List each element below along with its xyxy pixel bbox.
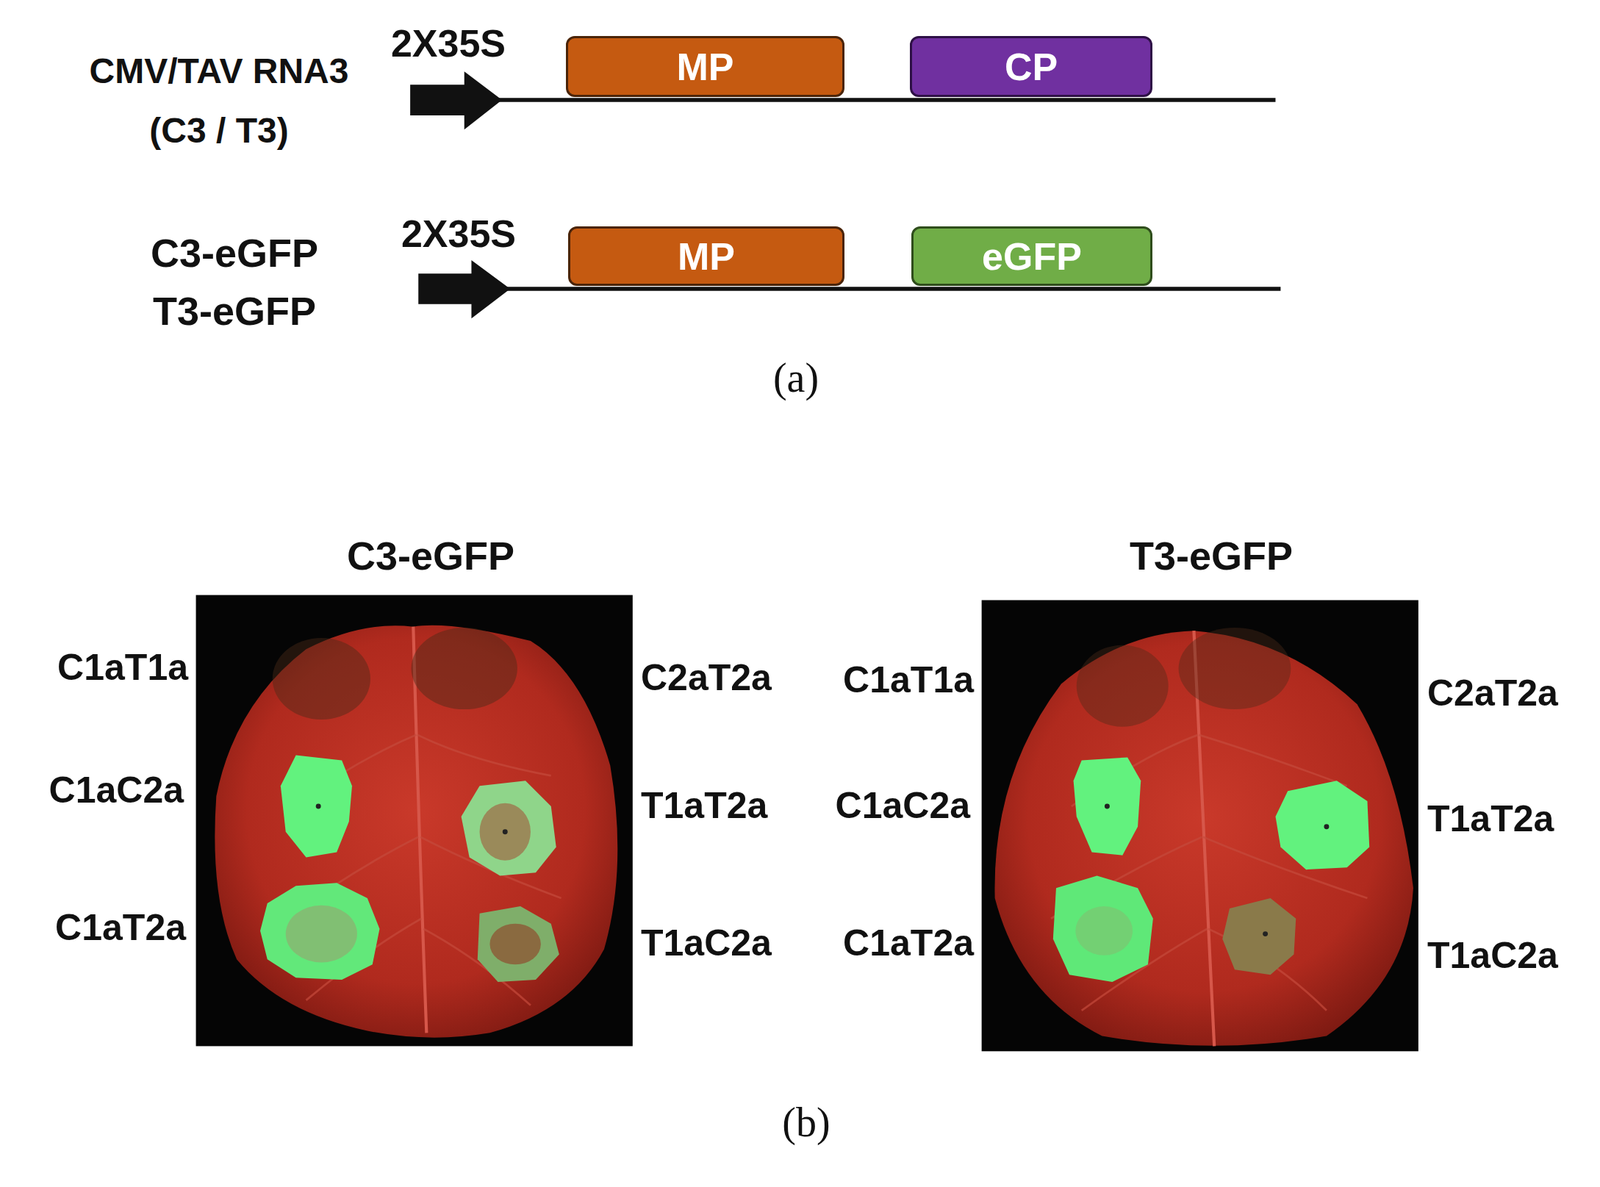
promoter-label: 2X35S [401, 212, 516, 257]
treatment-label: C2aT2a [640, 657, 772, 700]
infiltration-point [1323, 823, 1329, 830]
panel-background [196, 595, 633, 1047]
panel-letter: (b) [781, 1098, 830, 1146]
panel-title: T3-eGFP [1129, 532, 1293, 579]
dim-patch [411, 627, 518, 710]
backbone-line [507, 286, 1281, 292]
panel-title: C3-eGFP [346, 532, 515, 579]
label-holder: T1aT2a [1427, 798, 1554, 841]
construct-name: C3-eGFP [150, 230, 319, 276]
label-holder: T3-eGFP [152, 288, 317, 334]
treatment-label: T1aT2a [1427, 798, 1554, 841]
label-holder: C2aT2a [1427, 672, 1559, 716]
treatment-label: C1aT1a [57, 646, 189, 690]
label-holder: 2X35S [401, 212, 516, 257]
box-text: MP [676, 44, 735, 89]
box-text: CP [1004, 44, 1058, 89]
label-holder: C1aT1a [842, 659, 974, 702]
label-holder: C3-eGFP [346, 532, 515, 579]
gfp-patch [461, 780, 557, 876]
dim-patch [1178, 627, 1292, 710]
label-holder: T1aT2a [640, 784, 768, 828]
construct-name: T3-eGFP [152, 288, 317, 334]
promoter-arrow [418, 260, 511, 319]
dim-patch [272, 637, 371, 720]
construct-name: CMV/TAV RNA3 (C3 / T3) [57, 41, 381, 161]
leaf [214, 625, 618, 1038]
label-holder: (a) [773, 354, 819, 402]
infiltration-point [316, 804, 322, 810]
treatment-label: C1aC2a [835, 784, 971, 828]
infiltration-point [502, 829, 508, 835]
treatment-label: C1aT2a [842, 922, 974, 965]
necrotic-center [285, 905, 358, 963]
necrotic-center [489, 923, 541, 965]
gene-box: MP [565, 36, 845, 98]
treatment-label: C1aC2a [49, 769, 184, 813]
treatment-label: T1aT2a [640, 784, 768, 828]
gene-box: MP [568, 226, 845, 286]
label-holder: C1aC2a [49, 769, 184, 813]
leaf-veins [1050, 734, 1368, 1011]
gfp-patch [1275, 780, 1370, 870]
promoter-label: 2X35S [390, 22, 506, 67]
treatment-label: C1aT2a [55, 906, 186, 950]
panel-letter: (a) [773, 354, 819, 402]
treatment-label: C2aT2a [1427, 672, 1559, 716]
treatment-label: T1aC2a [1427, 934, 1559, 978]
gfp-patch [280, 755, 353, 858]
box-text: eGFP [981, 234, 1082, 279]
label-holder: C2aT2a [640, 657, 772, 700]
label-holder: T1aC2a [1427, 934, 1559, 978]
gfp-patch [260, 882, 380, 980]
gene-box: eGFP [911, 226, 1153, 286]
necrotic-center [479, 803, 531, 861]
infiltration-point [1104, 804, 1110, 810]
label-holder: C1aT2a [842, 922, 974, 965]
label-holder: T3-eGFP [1129, 532, 1293, 579]
gfp-patch [1073, 757, 1142, 855]
treatment-label: T1aC2a [640, 922, 772, 965]
leaf-panel-right [981, 600, 1419, 1052]
dim-patch [1222, 898, 1296, 975]
dim-patch [1076, 645, 1169, 727]
backbone-line [498, 97, 1276, 103]
box-text: MP [677, 234, 735, 279]
label-holder: T1aC2a [640, 922, 772, 965]
label-holder: 2X35S [390, 22, 506, 67]
leaf-panel-left [196, 595, 633, 1047]
panel-background [981, 600, 1419, 1052]
label-holder: C1aC2a [835, 784, 971, 828]
necrotic-center [1075, 906, 1133, 956]
promoter-arrow [410, 71, 502, 130]
treatment-label: C1aT1a [842, 659, 974, 702]
label-holder: C1aT2a [55, 906, 186, 950]
gene-box: CP [909, 36, 1153, 98]
label-holder: C3-eGFP [150, 230, 319, 276]
gfp-patch [477, 906, 560, 982]
infiltration-point [1262, 931, 1268, 937]
label-holder: CMV/TAV RNA3 (C3 / T3) [57, 41, 381, 161]
label-holder: C1aT1a [57, 646, 189, 690]
gfp-patch [1053, 875, 1154, 982]
label-holder: (b) [781, 1098, 830, 1146]
